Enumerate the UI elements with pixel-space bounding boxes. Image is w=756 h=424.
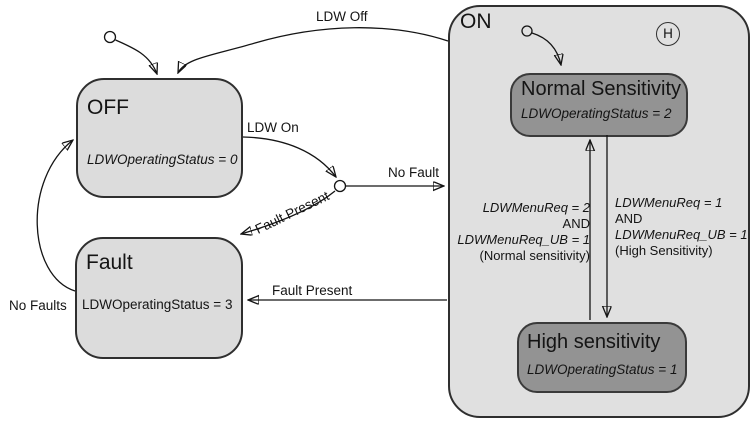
connective-junction-icon[interactable] [333,179,347,193]
transition-no-faults[interactable] [36,140,76,292]
to-high-line1: LDWMenuReq = 1 [615,195,723,210]
transition-label-to-normal[interactable]: LDWMenuReq = 2 AND LDWMenuReq_UB = 1 (No… [456,200,590,264]
state-off-status: LDWOperatingStatus = 0 [87,152,238,167]
to-high-line2: AND [615,211,643,226]
transition-label-fault-present-junction[interactable]: Fault Present [252,188,332,237]
state-normal-sensitivity[interactable]: Normal Sensitivity LDWOperatingStatus = … [510,73,688,137]
history-node-label: H [663,26,673,41]
history-node-icon[interactable]: H [656,22,680,46]
transition-label-no-fault[interactable]: No Fault [388,165,440,180]
transition-initial-off[interactable] [103,30,158,75]
state-fault-title: Fault [86,251,133,274]
state-fault[interactable]: Fault LDWOperatingStatus = 3 [75,237,243,359]
state-high-title: High sensitivity [527,331,661,353]
state-on-title: ON [460,10,492,33]
transition-label-to-high[interactable]: LDWMenuReq = 1 AND LDWMenuReq_UB = 1 (Hi… [615,195,755,259]
transition-label-no-faults[interactable]: No Faults [9,298,67,313]
to-normal-line3: LDWMenuReq_UB = 1 [457,232,590,247]
transition-label-ldw-off[interactable]: LDW Off [316,9,368,24]
state-high-status: LDWOperatingStatus = 1 [527,362,678,377]
transition-ldw-off[interactable] [178,27,449,73]
state-off[interactable]: OFF LDWOperatingStatus = 0 [76,78,243,198]
initial-state-icon[interactable] [103,30,117,44]
to-normal-line2: AND [562,216,590,231]
state-normal-status: LDWOperatingStatus = 2 [521,106,672,121]
to-normal-line1: LDWMenuReq = 2 [482,200,590,215]
to-high-line4: (High Sensitivity) [615,243,713,258]
state-on[interactable]: ON H Normal Sensitivity LDWOperatingStat… [448,5,750,418]
state-fault-status: LDWOperatingStatus = 3 [82,297,233,312]
transition-ldw-on[interactable] [242,136,336,177]
transition-label-ldw-on[interactable]: LDW On [247,120,299,135]
state-off-title: OFF [87,96,129,119]
state-high-sensitivity[interactable]: High sensitivity LDWOperatingStatus = 1 [517,322,687,393]
state-normal-title: Normal Sensitivity [521,78,682,100]
to-normal-line4: (Normal sensitivity) [479,248,590,263]
transition-label-fault-present-on[interactable]: Fault Present [272,283,353,298]
to-high-line3: LDWMenuReq_UB = 1 [615,227,748,242]
